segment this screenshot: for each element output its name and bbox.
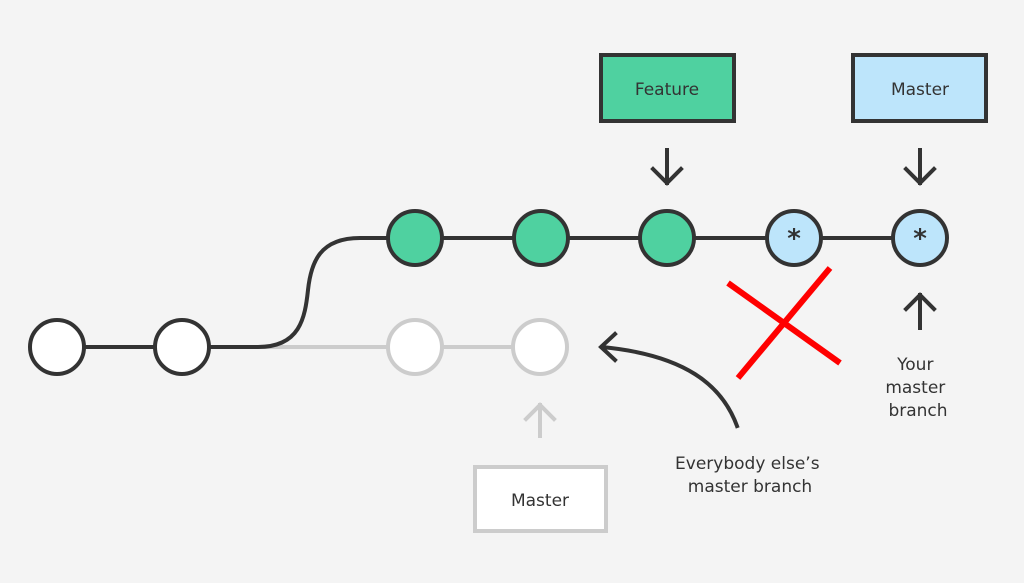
everybody-master-note: Everybody else’s master branch <box>675 454 825 497</box>
master-label-top: Master <box>851 53 988 123</box>
master-label-bottom: Master <box>473 465 608 533</box>
commit-master-2: * <box>891 209 949 267</box>
branch-curve <box>210 236 415 349</box>
commit-feature-1 <box>386 209 444 267</box>
commit-ghost-1 <box>386 318 444 376</box>
up-arrow-icon <box>523 402 557 438</box>
commit-master-1: * <box>765 209 823 267</box>
asterisk-icon: * <box>787 224 801 254</box>
up-arrow-icon <box>903 292 937 330</box>
red-x-icon <box>726 266 842 380</box>
feature-label: Feature <box>599 53 736 123</box>
commit-feature-3 <box>638 209 696 267</box>
svg-text:Master: Master <box>891 80 949 100</box>
svg-text:Master: Master <box>511 491 569 511</box>
commit-ghost-2 <box>511 318 569 376</box>
svg-text:Feature: Feature <box>635 80 699 100</box>
down-arrow-icon <box>903 148 937 186</box>
asterisk-icon: * <box>913 224 927 254</box>
curved-arrow-icon <box>598 331 740 429</box>
commit-shared-1 <box>28 318 86 376</box>
commit-shared-2 <box>153 318 211 376</box>
down-arrow-icon <box>650 148 684 186</box>
commit-feature-2 <box>512 209 570 267</box>
your-master-note: Your master branch <box>885 355 950 421</box>
